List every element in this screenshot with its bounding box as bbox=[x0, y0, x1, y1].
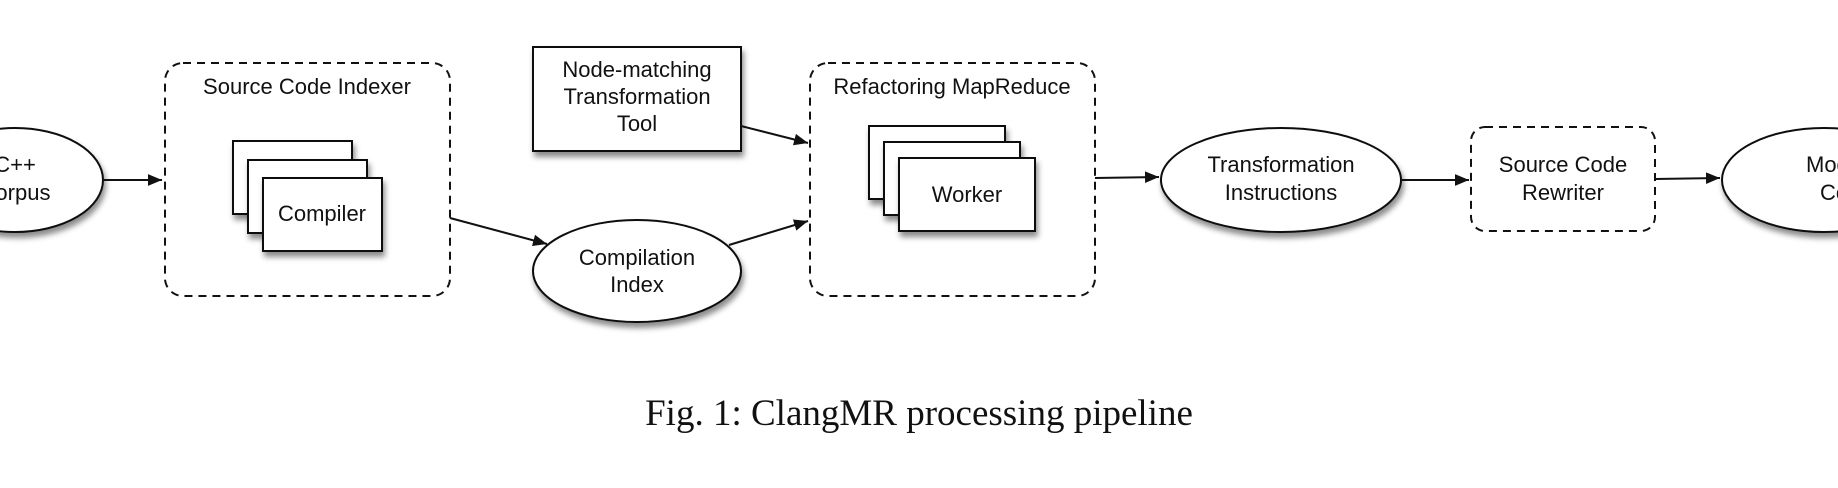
compiler-label: Compiler bbox=[278, 201, 366, 226]
edge-index-to-mapreduce bbox=[728, 219, 809, 246]
cpp-corpus-label-line2: Corpus bbox=[0, 180, 50, 205]
edge-rewriter-to-modified bbox=[1654, 172, 1721, 185]
edge-indexer-to-index bbox=[449, 217, 548, 247]
compilation-index-node: Compilation Index bbox=[532, 219, 742, 323]
node-matching-tool-node: Node-matching Transformation Tool bbox=[532, 46, 742, 152]
modified-code-node: Modified Code bbox=[1721, 127, 1838, 233]
compilation-index-label-line1: Compilation bbox=[579, 245, 695, 270]
modified-code-label-line2: Code bbox=[1820, 180, 1838, 205]
figure-caption: Fig. 1: ClangMR processing pipeline bbox=[645, 393, 1193, 434]
rewriter-label-line1: Source Code bbox=[1499, 152, 1627, 177]
edge-mapreduce-to-instructions bbox=[1094, 171, 1160, 184]
tool-label-line2: Transformation bbox=[563, 84, 710, 109]
refactoring-mapreduce-title: Refactoring MapReduce bbox=[833, 74, 1070, 99]
cpp-corpus-label-line1: C++ bbox=[0, 152, 36, 177]
source-code-rewriter-node: Source Code Rewriter bbox=[1470, 126, 1656, 232]
source-code-indexer-group: Source Code Indexer C Compiler bbox=[164, 62, 451, 297]
rewriter-label-line2: Rewriter bbox=[1522, 180, 1604, 205]
instructions-label-line2: Instructions bbox=[1225, 180, 1338, 205]
cpp-corpus-node: C++ Corpus bbox=[0, 127, 104, 233]
tool-label-line3: Tool bbox=[617, 111, 657, 136]
compilation-index-label-line2: Index bbox=[610, 272, 664, 297]
worker-card-front bbox=[898, 157, 1036, 232]
tool-label-line1: Node-matching bbox=[562, 57, 711, 82]
instructions-label-line1: Transformation bbox=[1207, 152, 1354, 177]
refactoring-mapreduce-group: Refactoring MapReduce Worker bbox=[809, 62, 1096, 297]
edge-tool-to-mapreduce bbox=[740, 125, 809, 146]
source-code-indexer-title: Source Code Indexer bbox=[203, 74, 411, 99]
worker-label: Worker bbox=[932, 182, 1003, 207]
compiler-card-front bbox=[262, 177, 383, 252]
modified-code-label-line1: Modified bbox=[1806, 152, 1838, 177]
transformation-instructions-node: Transformation Instructions bbox=[1160, 127, 1402, 233]
pipeline-edges bbox=[103, 125, 1721, 247]
